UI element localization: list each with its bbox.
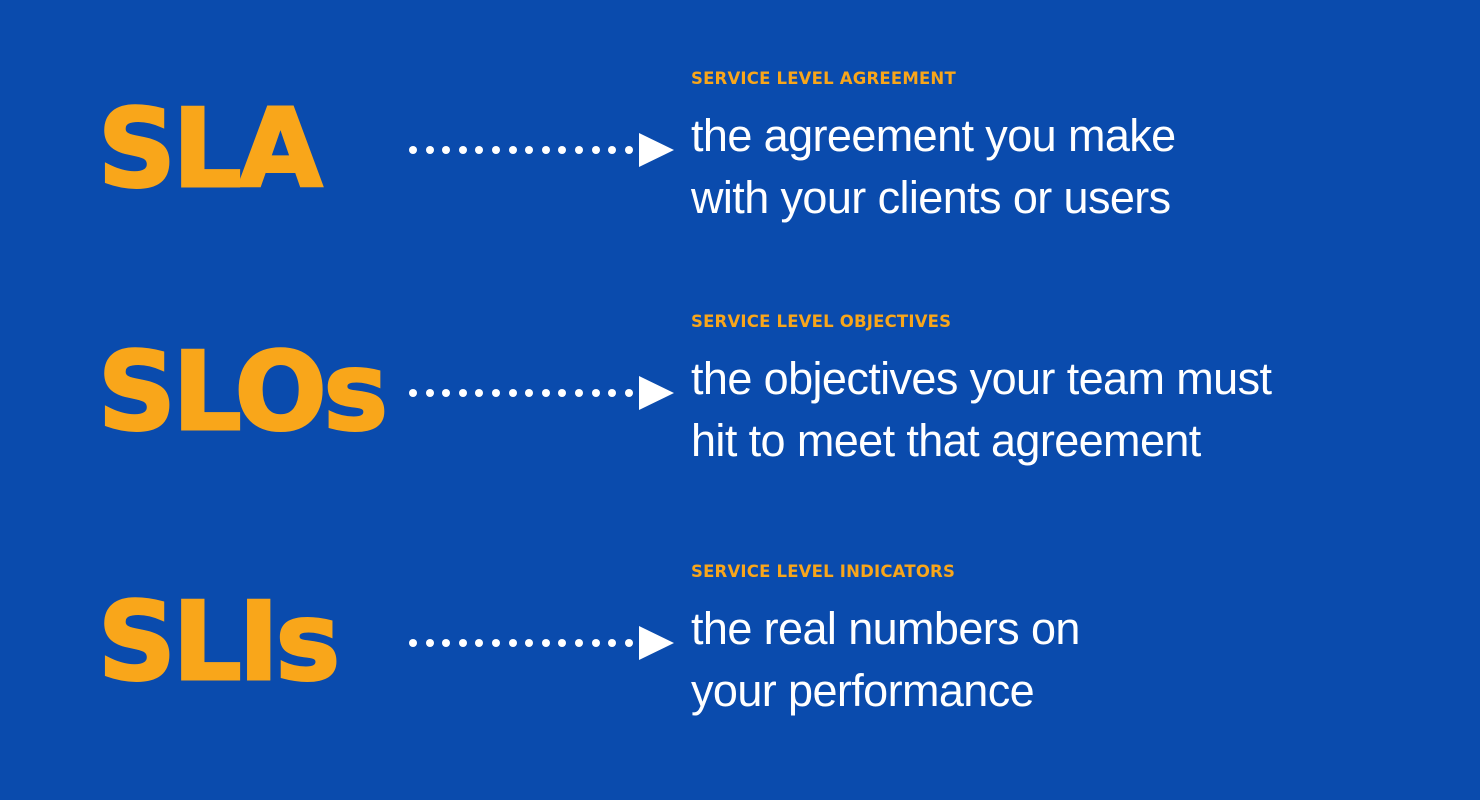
arrowhead-icon	[638, 376, 674, 410]
acronym-cell: SLOs	[0, 303, 400, 483]
dot	[508, 639, 517, 647]
dot-track	[409, 146, 633, 154]
dot	[409, 389, 417, 397]
dot	[491, 639, 500, 647]
dot	[608, 389, 617, 397]
dot	[442, 639, 451, 647]
dot	[574, 389, 583, 397]
definition-row: SLA	[0, 60, 1480, 240]
dot	[624, 639, 633, 647]
definition-line: the objectives your team must	[691, 352, 1272, 404]
acronym-label: SLIs	[96, 580, 341, 705]
definition-line: the agreement you make	[691, 109, 1176, 161]
dot	[425, 639, 434, 647]
definition-text-cell: SERVICE LEVEL AGREEMENT the agreement yo…	[690, 60, 1480, 240]
acronym-label: SLA	[96, 87, 323, 212]
dot	[558, 639, 567, 647]
definition-line: your performance	[691, 664, 1035, 716]
dot-track	[409, 639, 633, 647]
dot	[458, 146, 467, 154]
dot	[541, 389, 550, 397]
dot	[591, 639, 600, 647]
dot	[541, 639, 550, 647]
definition-row: SLIs	[0, 553, 1480, 733]
definition-text-cell: SERVICE LEVEL INDICATORS the real number…	[690, 553, 1480, 733]
dot	[624, 146, 633, 154]
dot	[525, 389, 534, 397]
dotted-arrow-icon	[409, 133, 674, 167]
dot	[574, 639, 583, 647]
dot	[425, 146, 434, 154]
dot	[409, 146, 417, 154]
dot	[508, 389, 517, 397]
dot	[508, 146, 517, 154]
eyebrow-label: SERVICE LEVEL OBJECTIVES	[691, 312, 952, 332]
dot	[574, 146, 583, 154]
dot	[525, 146, 534, 154]
dot	[409, 639, 417, 647]
definition-row: SLOs	[0, 303, 1480, 483]
dot	[442, 146, 451, 154]
dot	[608, 146, 617, 154]
dot	[425, 389, 434, 397]
dot	[624, 389, 633, 397]
dot	[591, 389, 600, 397]
definition-text-cell: SERVICE LEVEL OBJECTIVES the objectives …	[690, 303, 1480, 483]
dot	[591, 146, 600, 154]
connector-cell	[400, 553, 690, 733]
dot	[608, 639, 617, 647]
dotted-arrow-icon	[409, 376, 674, 410]
dot	[475, 146, 484, 154]
dot	[491, 389, 500, 397]
dot	[541, 146, 550, 154]
acronym-cell: SLIs	[0, 553, 400, 733]
acronym-label: SLOs	[97, 330, 390, 455]
dot	[525, 639, 534, 647]
dot	[558, 146, 567, 154]
eyebrow-label: SERVICE LEVEL INDICATORS	[691, 562, 956, 582]
dot	[558, 389, 567, 397]
definition-line: with your clients or users	[691, 171, 1171, 223]
definition-line: hit to meet that agreement	[691, 414, 1201, 466]
definition-line: the real numbers on	[691, 602, 1080, 654]
dot-track	[409, 389, 633, 397]
dot	[442, 389, 451, 397]
eyebrow-label: SERVICE LEVEL AGREEMENT	[691, 69, 956, 89]
acronym-cell: SLA	[0, 60, 400, 240]
dot	[475, 639, 484, 647]
dot	[458, 639, 467, 647]
dot	[458, 389, 467, 397]
arrowhead-icon	[638, 133, 674, 167]
connector-cell	[400, 60, 690, 240]
dotted-arrow-icon	[409, 626, 674, 660]
connector-cell	[400, 303, 690, 483]
dot	[475, 389, 484, 397]
arrowhead-icon	[638, 626, 674, 660]
dot	[491, 146, 500, 154]
